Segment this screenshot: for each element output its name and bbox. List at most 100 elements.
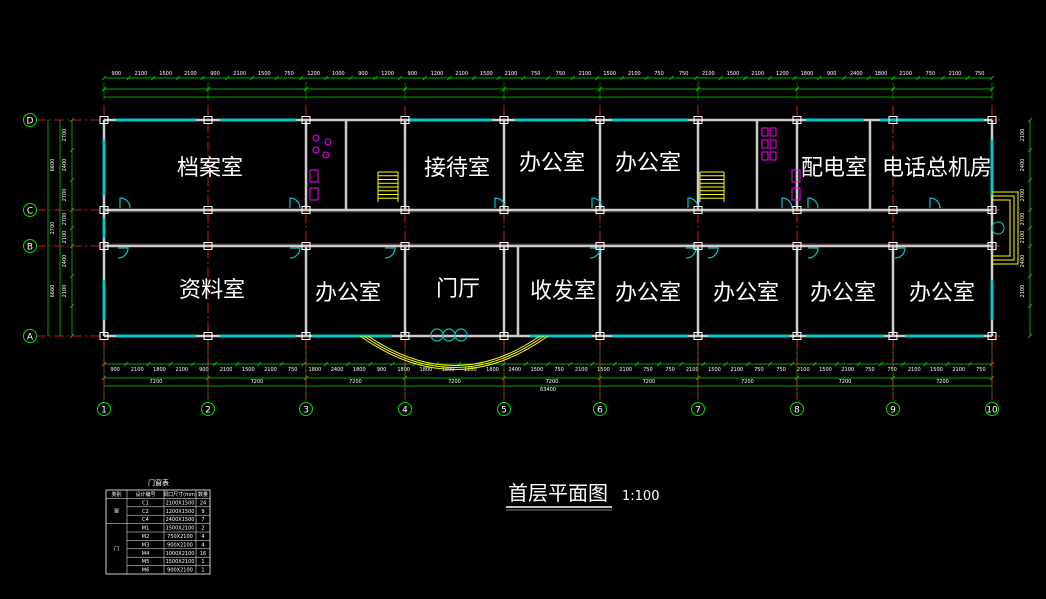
column (693, 242, 703, 250)
schedule-cell: 750X2100 (167, 534, 193, 540)
column (987, 116, 997, 124)
bottom-dim-text: 1800 (486, 367, 499, 373)
top-dim-text: 2100 (135, 71, 148, 77)
top-tick (940, 75, 945, 81)
bottom-tick (567, 361, 573, 367)
top-dim-text: 1200 (381, 71, 394, 77)
bottom-dim-text: 2100 (131, 367, 144, 373)
room-label-office-b4: 办公室 (810, 281, 876, 306)
bottom-dim-text: 1200 (464, 367, 477, 373)
axis-letter-D: D (27, 117, 34, 127)
top-dim-text: 1200 (776, 71, 789, 77)
column (792, 332, 802, 340)
bottom-dim-text: 2100 (730, 367, 743, 373)
top-tick (101, 75, 107, 81)
window-bottom (530, 334, 592, 338)
bottom-dim-text: 900 (110, 367, 120, 373)
top-dim-text: 1000 (332, 71, 345, 77)
bottom-tick (301, 361, 307, 367)
schedule-cell: 900X2100 (167, 542, 193, 548)
toilet-fixture (312, 146, 320, 154)
door-bottom (384, 247, 396, 259)
entrance-step (363, 335, 545, 368)
right-tick (1027, 225, 1033, 231)
bottom-dim-text: 2100 (686, 367, 699, 373)
column (792, 116, 802, 124)
right-tick (1027, 117, 1033, 123)
door-bottom (894, 247, 906, 259)
column (301, 332, 311, 340)
door-bottom (589, 247, 601, 259)
column (301, 116, 311, 124)
column (301, 206, 311, 214)
right-dim-text: 2100 (1020, 285, 1026, 298)
bottom-dim-text: 1500 (597, 367, 610, 373)
right-dim-text: 2400 (1020, 159, 1026, 172)
left-dim-text: 2700 (62, 129, 68, 142)
schedule-cell: C4 (142, 517, 149, 523)
bottom-dim-text: 2100 (952, 367, 965, 373)
bottom-tick (279, 361, 284, 367)
column (203, 116, 213, 124)
entrance-step (359, 335, 549, 370)
top-tick (965, 75, 970, 81)
room-label-office-b2: 办公室 (615, 281, 681, 306)
top-dim-text: 2100 (628, 71, 641, 77)
bay-dim-text: 7200 (643, 379, 656, 385)
column (792, 206, 802, 214)
bottom-tick (523, 361, 529, 367)
bottom-dim-text: 2100 (841, 367, 854, 373)
top-tick (126, 75, 131, 81)
urinal (761, 139, 769, 149)
bottom-dim-text: 2400 (331, 367, 344, 373)
axis-bubble-9 (886, 402, 900, 416)
bottom-tick (634, 361, 640, 367)
schedule-cell: 2400X1500 (166, 517, 195, 523)
axis-number-4: 4 (402, 406, 408, 416)
top-dim-text: 1500 (727, 71, 740, 77)
door-bottom (289, 247, 301, 259)
door-bottom (807, 247, 819, 259)
top-dim-text: 900 (358, 71, 368, 77)
top-dim-text: 2100 (455, 71, 468, 77)
right-tick (1027, 177, 1033, 183)
left-tick (69, 273, 75, 279)
bottom-tick (590, 361, 595, 367)
top-tick (767, 75, 773, 81)
column (99, 206, 109, 214)
left-dim-text: 2700 (62, 189, 68, 202)
urinal (769, 151, 777, 161)
bottom-dim-text: 750 (288, 367, 298, 373)
top-dim-text: 2400 (850, 71, 863, 77)
top-dim-text: 2100 (949, 71, 962, 77)
left-dim-text: 2100 (62, 285, 68, 298)
bottom-tick (390, 361, 395, 367)
window-bottom (612, 334, 688, 338)
top-tick (545, 75, 551, 81)
schedule-cell: 1500X2100 (166, 559, 195, 565)
window-bottom (116, 334, 196, 338)
right-dim-text: 2700 (1020, 213, 1026, 226)
column (203, 242, 213, 250)
column (99, 116, 109, 124)
axis-bubble-10 (985, 402, 999, 416)
right-dim-text: 2400 (1020, 255, 1026, 268)
bottom-dim-text: 1500 (819, 367, 832, 373)
top-dim-text: 750 (654, 71, 664, 77)
door-top (807, 197, 819, 209)
top-tick (841, 75, 847, 81)
window-top (612, 118, 688, 122)
left-total-text: 6600 (50, 159, 56, 172)
door-bottom (685, 247, 697, 259)
bottom-tick (678, 361, 684, 367)
column (595, 206, 605, 214)
windows (102, 118, 994, 338)
bottom-dim-text: 1500 (531, 367, 544, 373)
axis-letter-A: A (27, 333, 34, 343)
top-dim-text: 750 (531, 71, 541, 77)
bottom-tick (745, 361, 751, 367)
axis-bubble-5 (497, 402, 511, 416)
schedule-cell: 1500X2100 (166, 526, 195, 532)
bottom-tick (234, 361, 240, 367)
top-tick (249, 75, 255, 81)
